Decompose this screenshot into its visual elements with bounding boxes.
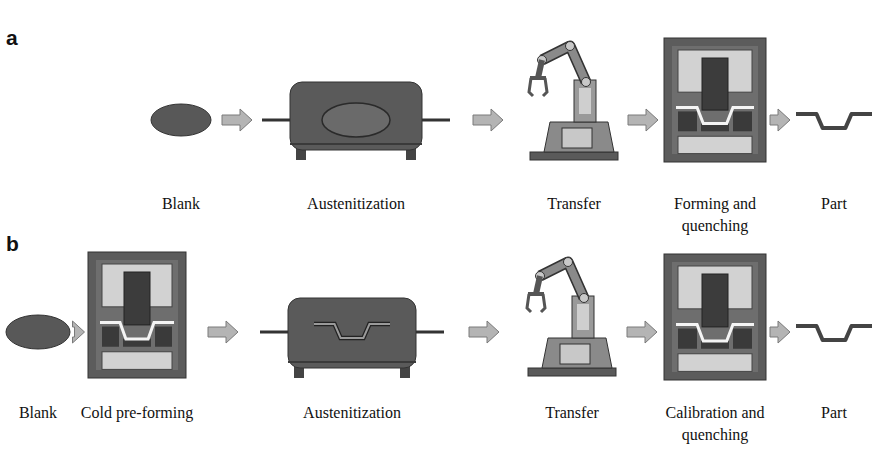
- furnace-icon: [260, 296, 444, 378]
- blank-icon: [5, 314, 71, 350]
- furnace-step: Austenitization: [260, 296, 444, 378]
- panel-label: a: [6, 26, 18, 50]
- flow-arrow: [770, 109, 790, 131]
- flow-arrow: [469, 321, 499, 343]
- press-icon: [664, 38, 766, 162]
- flow-arrow: [628, 109, 658, 131]
- press-step: Calibration and quenching: [664, 254, 766, 380]
- part-step: Part: [794, 318, 874, 348]
- part-icon: [794, 318, 874, 348]
- step-caption: Austenitization: [303, 402, 401, 424]
- flow-arrow: [222, 109, 252, 131]
- robot-icon: [526, 38, 622, 162]
- part-icon: [794, 106, 874, 136]
- blank-step: Blank: [5, 314, 71, 350]
- step-caption: Cold pre-forming: [81, 402, 193, 424]
- step-caption: Blank: [19, 402, 57, 424]
- press-step: Forming and quenching: [664, 38, 766, 162]
- step-caption: Forming and quenching: [659, 193, 771, 237]
- flow-arrow: [627, 321, 657, 343]
- flow-arrow: [473, 109, 503, 131]
- step-caption: Calibration and quenching: [654, 402, 776, 446]
- step-caption: Transfer: [545, 402, 599, 424]
- robot-step: Transfer: [526, 38, 622, 162]
- step-caption: Blank: [162, 193, 200, 215]
- robot-step: Transfer: [524, 254, 620, 378]
- furnace-step: Austenitization: [262, 80, 450, 160]
- step-caption: Transfer: [547, 193, 601, 215]
- flow-arrow: [208, 321, 238, 343]
- press-icon: [88, 252, 186, 378]
- step-caption: Part: [821, 193, 847, 215]
- furnace-icon: [262, 80, 450, 160]
- flow-arrow: [770, 321, 790, 343]
- blank-icon: [150, 103, 212, 137]
- flow-arrow: [73, 321, 85, 343]
- part-step: Part: [794, 106, 874, 136]
- step-caption: Part: [821, 402, 847, 424]
- press-icon: [664, 254, 766, 380]
- step-caption: Austenitization: [307, 193, 405, 215]
- press-step: Cold pre-forming: [88, 252, 186, 378]
- robot-icon: [524, 254, 620, 378]
- panel-label: b: [6, 232, 19, 256]
- blank-step: Blank: [150, 103, 212, 137]
